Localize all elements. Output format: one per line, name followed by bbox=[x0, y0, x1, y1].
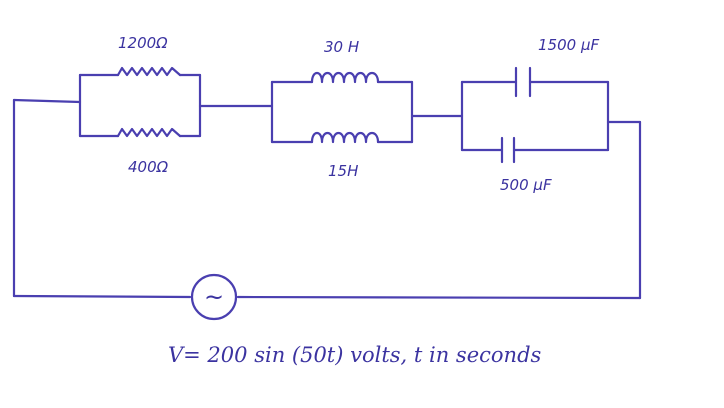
capacitor-500-symbol bbox=[500, 136, 516, 164]
inductor-15h-symbol bbox=[310, 131, 380, 144]
label-inductor-30h: 30 H bbox=[324, 38, 359, 56]
label-resistor-1200: 1200Ω bbox=[118, 34, 168, 52]
ac-source: ~ bbox=[190, 273, 238, 321]
wire-bottom-left bbox=[12, 294, 192, 299]
wire-bottom-right bbox=[236, 295, 642, 300]
wire-left-top bbox=[12, 98, 82, 104]
label-capacitor-1500: 1500 μF bbox=[538, 36, 599, 54]
ac-source-circle bbox=[190, 273, 238, 321]
source-equation: V= 200 sin (50t) volts, t in seconds bbox=[168, 343, 542, 367]
inductor-30h-symbol bbox=[310, 71, 380, 84]
capacitor-1500-symbol bbox=[514, 66, 532, 98]
label-resistor-400: 400Ω bbox=[128, 158, 169, 176]
wire-loop bbox=[12, 98, 642, 300]
inductor-parallel-block bbox=[270, 71, 414, 144]
label-inductor-15h: 15H bbox=[328, 162, 358, 180]
ac-source-symbol: ~ bbox=[204, 283, 224, 311]
resistor-parallel-block bbox=[78, 66, 202, 138]
resistor-1200-symbol bbox=[116, 66, 182, 77]
resistor-400-symbol bbox=[116, 127, 182, 138]
label-capacitor-500: 500 μF bbox=[500, 176, 552, 194]
capacitor-parallel-block bbox=[460, 66, 610, 164]
